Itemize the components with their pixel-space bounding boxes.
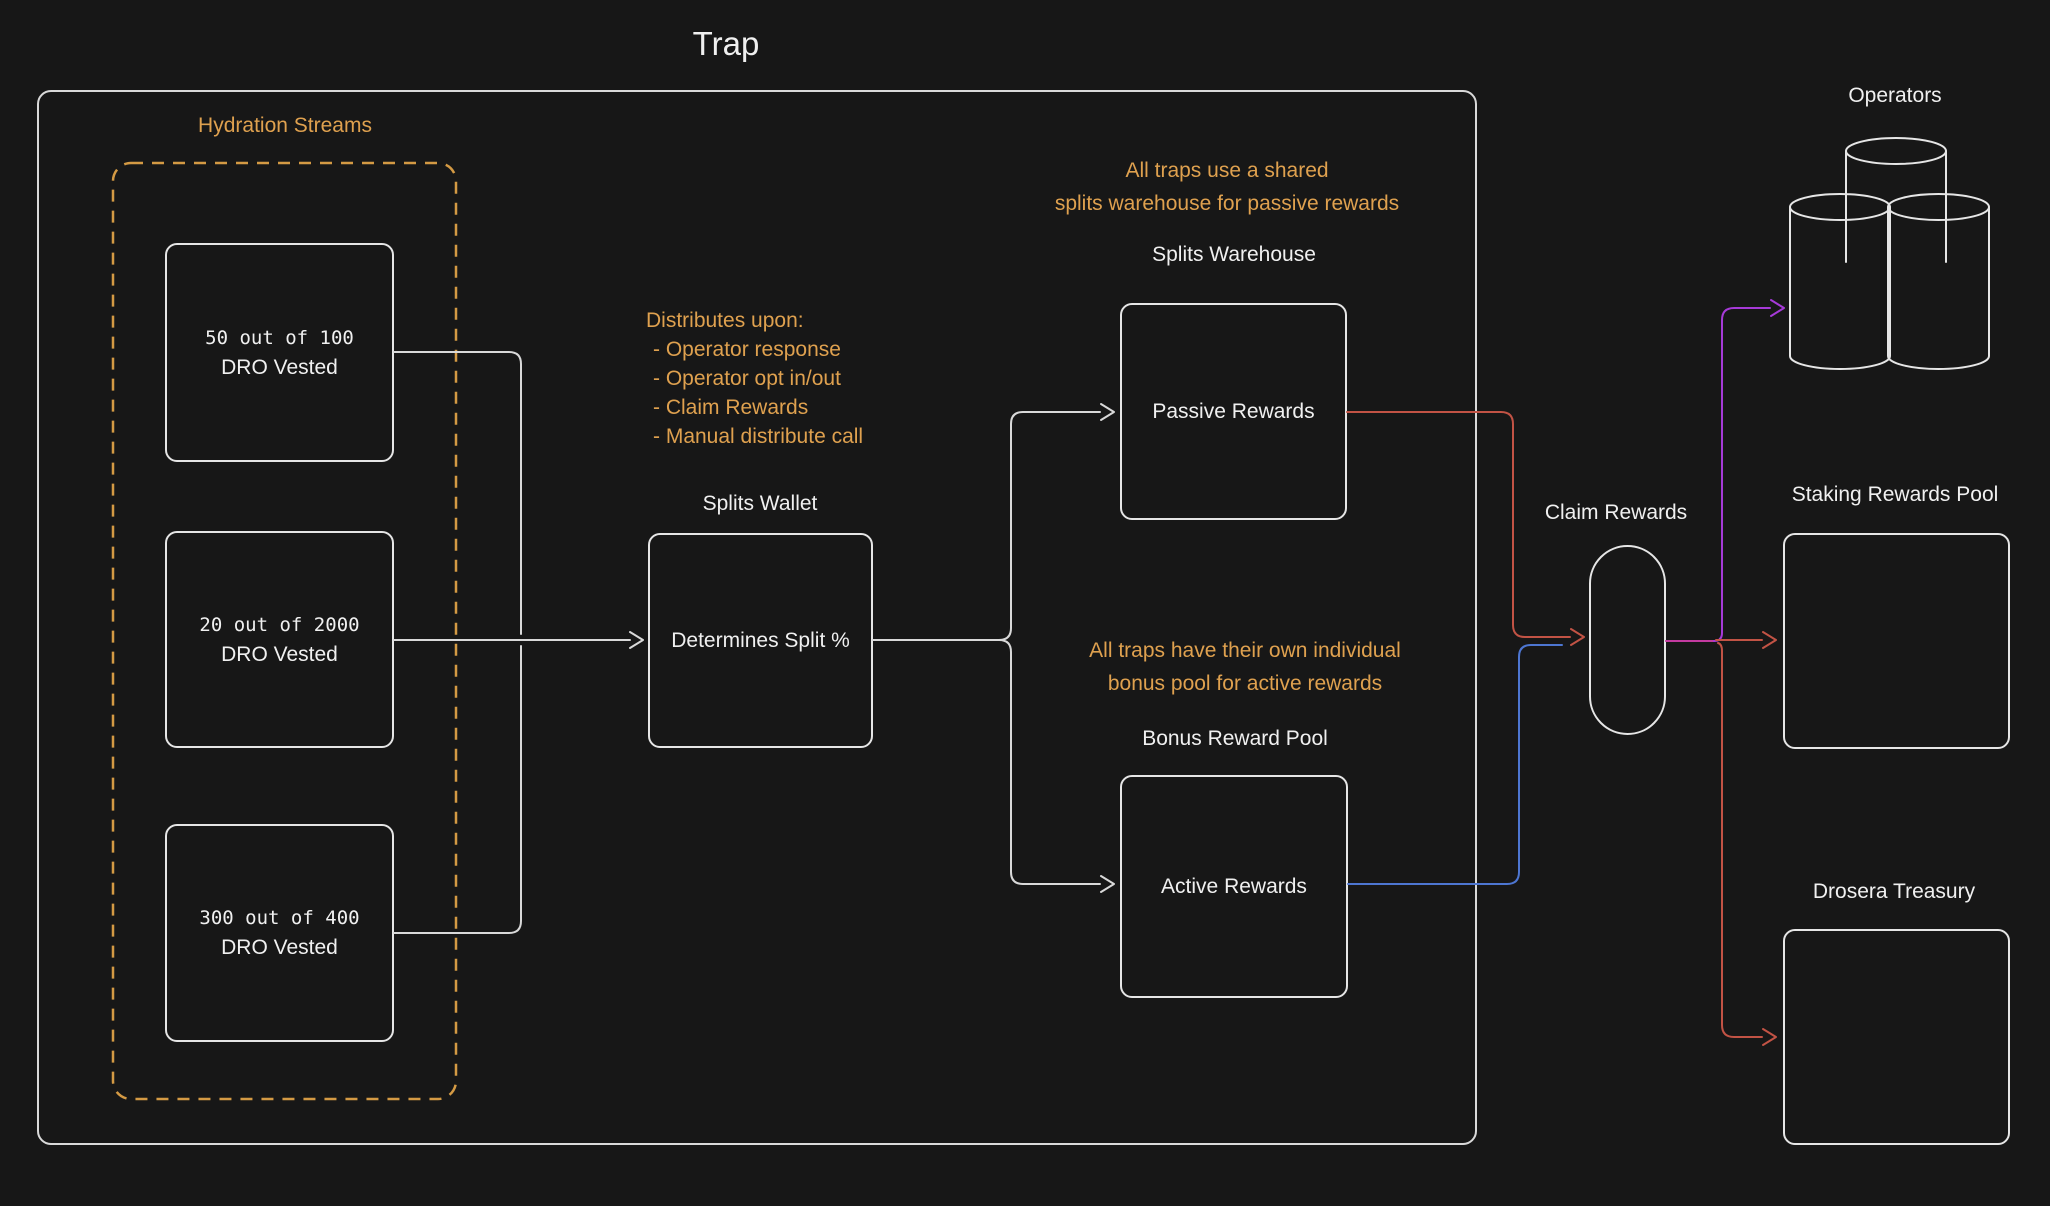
bonus-pool-note-line2: bonus pool for active rewards: [1107, 672, 1383, 695]
bonus-pool-note: All traps have their own individual bonu…: [1089, 634, 1401, 700]
cylinder-right-body: [1887, 206, 1990, 370]
arrowhead-into-staking: [1762, 631, 1777, 649]
passive-rewards-box-text: Passive Rewards: [1152, 399, 1315, 423]
treasury-label: Drosera Treasury: [1812, 880, 1976, 903]
splits-warehouse-note-line2: splits warehouse for passive rewards: [1054, 192, 1400, 215]
cylinder-left-top: [1789, 193, 1891, 221]
diagram-title: Trap: [692, 25, 760, 62]
vested-box-1-caption: DRO Vested: [221, 355, 338, 379]
cylinder-back-top: [1845, 137, 1947, 165]
operators-cylinders[interactable]: [1789, 137, 1990, 370]
splits-wallet-label: Splits Wallet: [702, 492, 818, 515]
treasury-box[interactable]: [1783, 929, 2010, 1145]
splits-warehouse-note-line1: All traps use a shared: [1125, 159, 1329, 182]
vested-box-3[interactable]: 300 out of 400 DRO Vested: [165, 824, 394, 1042]
distributes-note: Distributes upon: - Operator response - …: [646, 306, 863, 451]
distributes-note-title: Distributes upon:: [646, 309, 804, 332]
bonus-pool-label: Bonus Reward Pool: [1142, 727, 1328, 750]
splits-warehouse-note: All traps use a shared splits warehouse …: [1055, 154, 1399, 220]
distributes-note-item: - Operator opt in/out: [653, 367, 841, 390]
passive-rewards-box[interactable]: Passive Rewards: [1120, 303, 1347, 520]
splits-wallet-box[interactable]: Determines Split %: [648, 533, 873, 748]
staking-pool-label: Staking Rewards Pool: [1791, 483, 1999, 506]
vested-box-3-amount: 300 out of 400: [199, 907, 360, 929]
cylinder-right-top: [1887, 193, 1990, 221]
vested-box-1[interactable]: 50 out of 100 DRO Vested: [165, 243, 394, 462]
vested-box-2[interactable]: 20 out of 2000 DRO Vested: [165, 531, 394, 748]
arrowhead-into-treasury: [1762, 1028, 1777, 1046]
splits-wallet-box-text: Determines Split %: [671, 628, 850, 652]
claim-rewards-label: Claim Rewards: [1544, 501, 1688, 524]
connector-junction-to-treasury: [1717, 642, 1763, 1038]
distributes-note-item: - Claim Rewards: [653, 396, 809, 419]
vested-box-3-caption: DRO Vested: [221, 936, 338, 959]
claim-rewards-pill[interactable]: [1589, 545, 1666, 735]
operators-label: Operators: [1848, 84, 1942, 107]
hydration-streams-label: Hydration Streams: [198, 114, 372, 137]
vested-box-2-caption: DRO Vested: [221, 642, 338, 666]
vested-box-2-amount: 20 out of 2000: [199, 613, 360, 636]
active-rewards-box[interactable]: Active Rewards: [1120, 775, 1348, 998]
arrowhead-into-claim: [1570, 628, 1585, 646]
distributes-note-item: - Manual distribute call: [653, 425, 864, 448]
active-rewards-box-text: Active Rewards: [1161, 874, 1307, 898]
arrowhead-into-operators: [1770, 299, 1785, 317]
connector-junction-to-operators: [1713, 307, 1771, 642]
vested-box-1-amount: 50 out of 100: [205, 326, 354, 349]
bonus-pool-note-line1: All traps have their own individual: [1089, 639, 1401, 662]
splits-warehouse-label: Splits Warehouse: [1152, 243, 1316, 266]
staking-pool-box[interactable]: [1783, 533, 2010, 749]
distributes-note-item: - Operator response: [653, 338, 841, 361]
cylinder-back-body: [1845, 150, 1947, 263]
cylinder-left-body: [1789, 206, 1891, 370]
